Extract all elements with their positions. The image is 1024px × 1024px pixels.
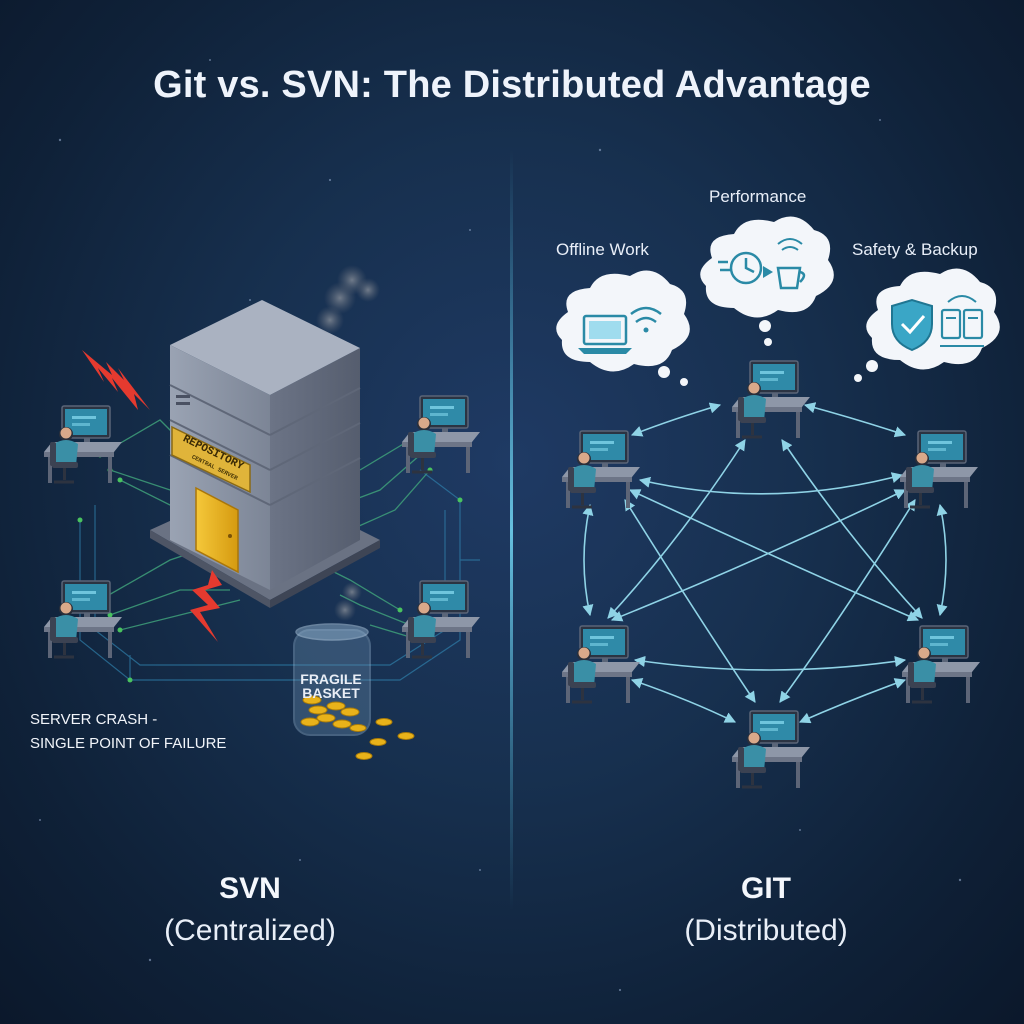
git-heading: GIT xyxy=(741,872,791,905)
git-peer-connections xyxy=(582,402,948,724)
center-divider xyxy=(510,150,513,910)
svn-developer-workstation xyxy=(42,579,124,660)
offline-work-bubble xyxy=(556,270,690,386)
central-server xyxy=(150,265,380,608)
laptop-wifi-icon xyxy=(578,306,662,354)
git-developer-workstation xyxy=(900,624,982,705)
git-developer-workstation xyxy=(898,429,980,510)
spilled-coins xyxy=(349,718,415,760)
lightning-bolt-icon xyxy=(82,350,150,410)
lightning-bolt-icon xyxy=(190,570,222,642)
server-smoke xyxy=(316,265,380,334)
svn-developer-workstation xyxy=(42,404,124,485)
page-title: Git vs. SVN: The Distributed Advantage xyxy=(153,64,871,106)
git-subheading: (Distributed) xyxy=(684,914,848,947)
svn-subheading: (Centralized) xyxy=(164,914,336,947)
git-developer-workstation xyxy=(730,359,812,440)
bubble-label-offline-work: Offline Work xyxy=(556,240,649,259)
safety-backup-bubble xyxy=(854,268,1000,382)
shield-backup-icon xyxy=(891,295,984,352)
git-developer-workstation xyxy=(560,429,642,510)
git-developer-workstation xyxy=(730,709,812,790)
svn-developer-workstation xyxy=(400,579,482,660)
crash-caption-line1: SERVER CRASH - xyxy=(30,711,158,728)
jar-label-line2: BASKET xyxy=(302,685,360,701)
crash-caption-line2: SINGLE POINT OF FAILURE xyxy=(30,735,227,752)
svn-heading: SVN xyxy=(219,872,281,905)
bubble-label-safety-backup: Safety & Backup xyxy=(852,240,978,259)
git-developer-workstation xyxy=(560,624,642,705)
bubble-label-performance: Performance xyxy=(709,187,807,206)
clock-coffee-icon xyxy=(718,238,806,290)
svn-developer-workstation xyxy=(400,394,482,475)
performance-bubble xyxy=(700,216,834,346)
jar-label-line1: FRAGILE xyxy=(300,671,361,687)
fragile-basket-jar xyxy=(293,582,415,760)
